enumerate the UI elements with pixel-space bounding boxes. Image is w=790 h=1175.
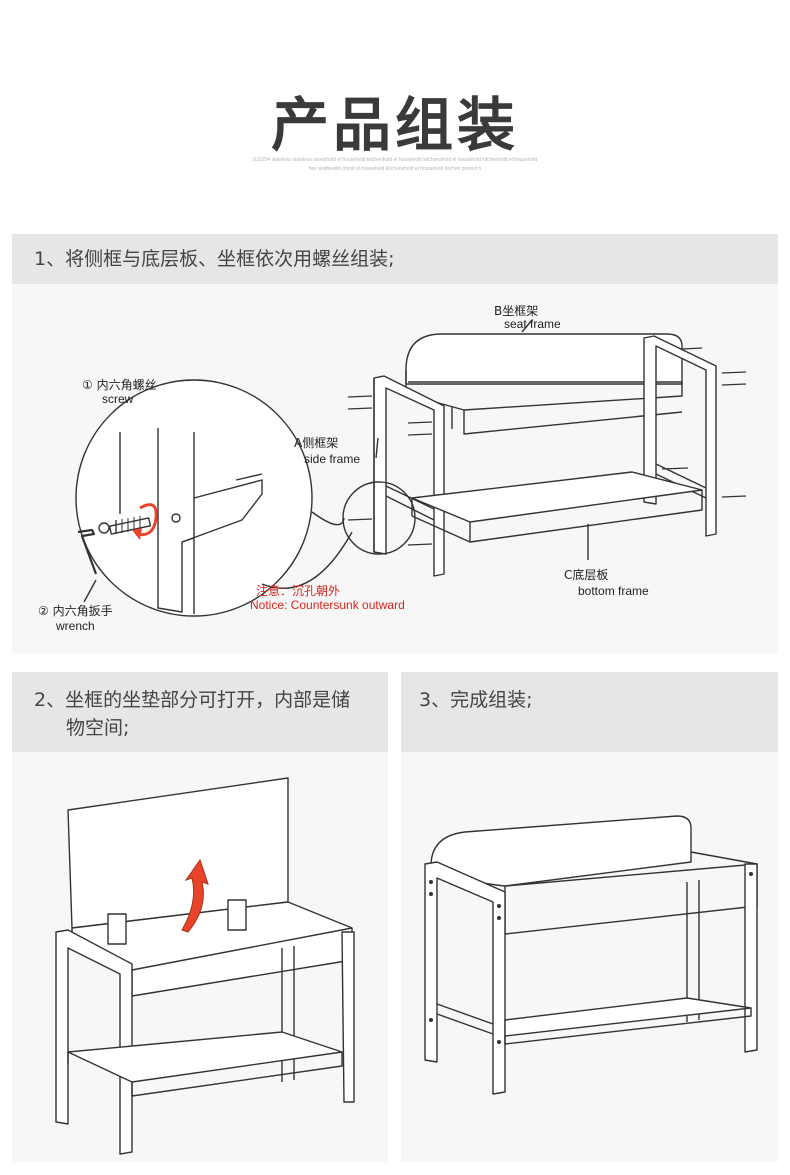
finished-bench-diagram	[424, 815, 758, 1095]
bottom-board	[411, 471, 703, 523]
page-subtitle-line2: hey andheatlin,shold el household kitche…	[308, 166, 482, 172]
open-seat-storage-diagram	[55, 777, 355, 1155]
step-2-label-line1: 2、坐框的坐垫部分可打开，内部是储	[34, 689, 351, 711]
step-1-label: 1、将侧框与底层板、坐框依次用螺丝组装;	[34, 248, 395, 270]
label-bottom-frame-cn: C底层板	[564, 568, 609, 582]
hinge-left	[107, 913, 127, 945]
label-screw-cn: ① 内六角螺丝	[82, 378, 157, 392]
seat-frame-front	[408, 381, 683, 435]
label-wrench-cn: ② 内六角扳手	[38, 604, 113, 618]
bench-bottom-shelf	[67, 1031, 343, 1083]
label-bottom-frame-en: bottom frame	[578, 584, 649, 598]
hinge-right	[227, 899, 247, 931]
side-frame-left	[373, 375, 445, 577]
step-3-label: 3、完成组装;	[419, 689, 533, 711]
step-2-heading: 2、坐框的坐垫部分可打开，内部是储 物空间;	[12, 672, 388, 752]
label-side-frame-cn: A侧框架	[294, 436, 339, 450]
step-1-diagram-panel: B坐框架 seat frame A侧框架 side frame C底层板 bot…	[12, 284, 778, 654]
side-frame-right	[643, 335, 717, 537]
label-screw-en: screw	[102, 392, 134, 406]
page-subtitle-line1: SJS204 stainless stainless steelshold el…	[252, 157, 538, 163]
notice-cn: 注意：沉孔朝外	[256, 584, 341, 598]
label-wrench-en: wrench	[56, 619, 95, 633]
step-3-heading: 3、完成组装;	[401, 672, 778, 752]
wrench-shape	[77, 528, 98, 575]
finished-seat-cushion	[430, 815, 692, 887]
notice-en: Notice: Countersunk outward	[250, 598, 405, 612]
label-side-frame-en: side frame	[304, 452, 361, 466]
rotate-arrow-icon	[135, 503, 158, 537]
step-2-diagram-panel	[12, 752, 388, 1162]
finished-left-frame	[424, 861, 506, 1095]
label-seat-frame-cn: B坐框架	[494, 304, 539, 318]
page-title: 产品组装	[270, 91, 519, 159]
label-seat-frame-en: seat frame	[504, 317, 561, 331]
step-3-diagram-panel	[401, 752, 778, 1162]
open-arrow-icon	[181, 858, 209, 933]
bench-left-frame	[55, 929, 133, 1155]
step-2-label-line2: 物空间;	[66, 717, 130, 739]
step-1-heading: 1、将侧框与底层板、坐框依次用螺丝组装;	[12, 234, 778, 284]
assembly-exploded-diagram	[75, 319, 747, 617]
magnifier-small	[342, 481, 416, 555]
seat-cushion	[405, 333, 683, 385]
